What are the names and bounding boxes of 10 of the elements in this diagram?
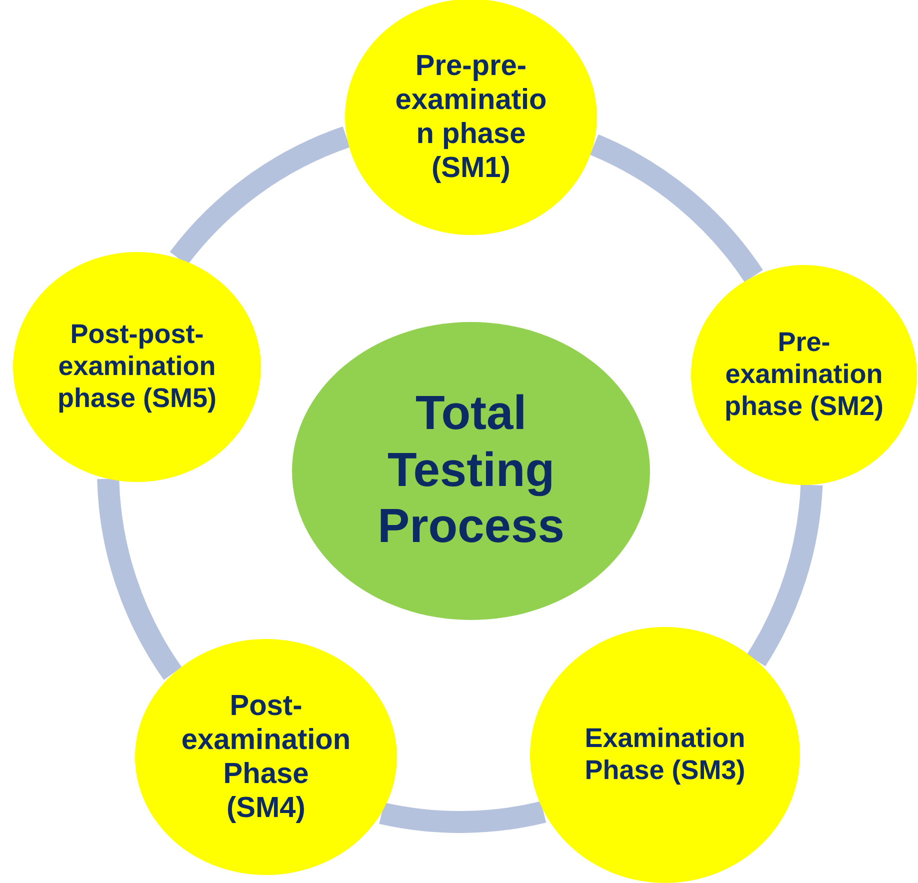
phase-label: Post-post-examination phase (SM5) [56,319,218,415]
ring-connector [746,484,823,666]
phase-label: Pre-pre-examination phase (SM1) [394,48,548,186]
ring-connector [97,478,182,680]
ring-connector [380,801,546,833]
phase-label: Pre-examination phase (SM2) [723,327,885,423]
ring-connector [589,134,763,283]
phase-label: Post-examination Phase (SM4) [181,688,351,826]
phase-label: Total Testing Process [376,386,566,556]
phase-label: Examination Phase (SM3) [584,723,746,787]
